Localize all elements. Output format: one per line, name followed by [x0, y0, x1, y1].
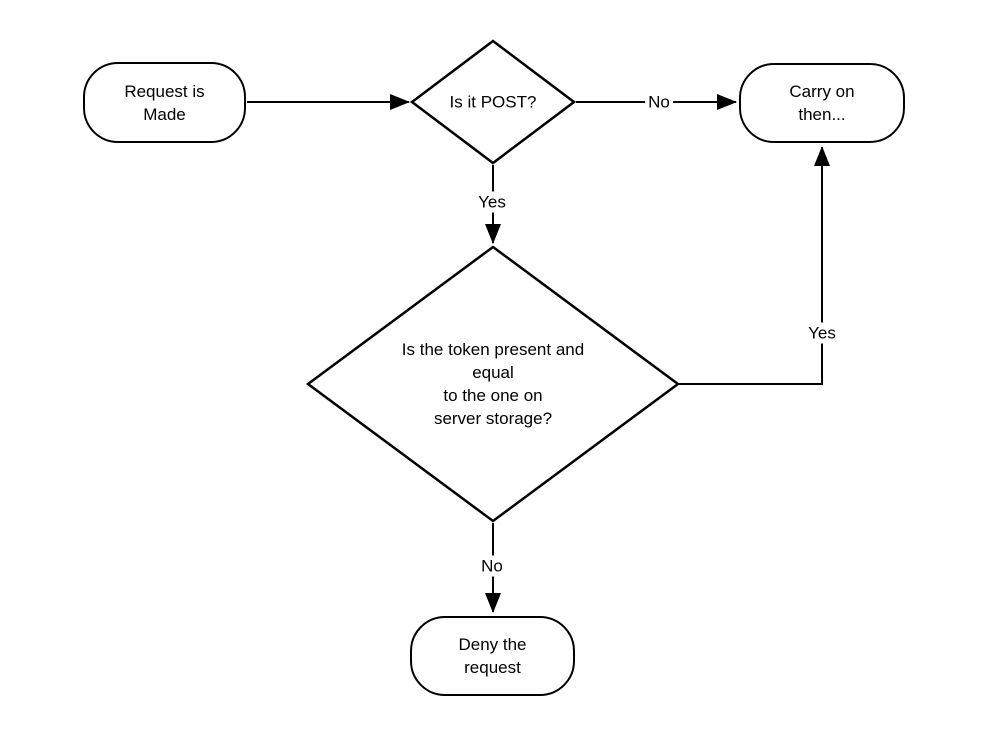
decision-is-post-shape [409, 39, 577, 165]
decision-is-post-label: Is it POST? [449, 92, 537, 112]
edge-tokencheck-yes-to-carryon [678, 146, 830, 385]
edge-label-yes-tokencheck: Yes [805, 322, 839, 344]
node-request-is-made: Request is Made [83, 62, 246, 143]
node-deny-the-request: Deny the request [410, 616, 575, 696]
edge-label-no-ispost: No [645, 91, 673, 113]
decision-token-check-label: Is the token present and equal to the on… [401, 340, 585, 428]
edge-label-yes-ispost: Yes [475, 191, 509, 213]
node-carry-on-then: Carry on then... [739, 63, 905, 143]
edge-label-no-tokencheck: No [478, 555, 506, 577]
decision-token-check-shape [305, 245, 681, 523]
